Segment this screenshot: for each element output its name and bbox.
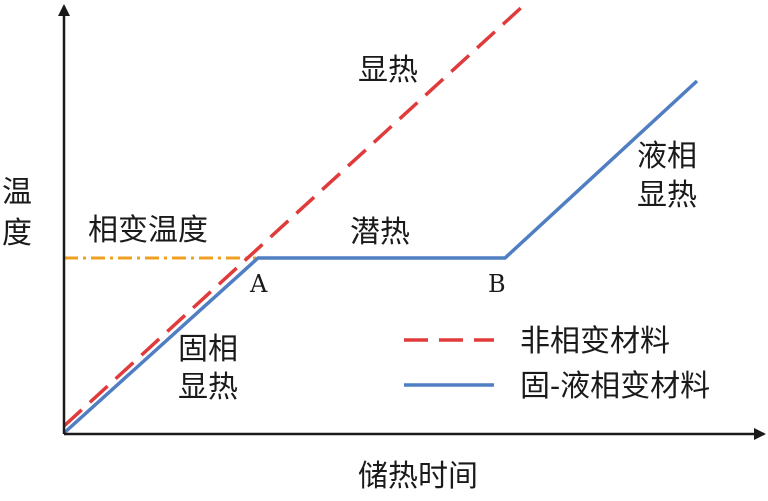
point-b-label: B [488, 270, 506, 298]
legend-label-non-phase-change: 非相变材料 [520, 324, 670, 359]
y-axis-title-char-2: 度 [2, 216, 32, 251]
y-axis-title-char-1: 温 [2, 175, 32, 210]
x-axis-title: 储热时间 [358, 459, 478, 494]
point-a-label: A [249, 270, 268, 298]
solid-phase-label-line2: 显热 [178, 370, 238, 405]
phase-temperature-label: 相变温度 [88, 213, 208, 248]
legend-label-phase-change: 固-液相变材料 [520, 369, 710, 404]
legend: 非相变材料 固-液相变材料 [404, 324, 710, 404]
sensible-heat-label: 显热 [358, 53, 418, 88]
liquid-phase-label-line2: 显热 [637, 178, 697, 213]
solid-phase-label-line1: 固相 [178, 332, 238, 367]
liquid-phase-label-line1: 液相 [637, 139, 697, 174]
phase-change-material-line [62, 79, 699, 435]
latent-heat-label: 潜热 [350, 215, 410, 250]
